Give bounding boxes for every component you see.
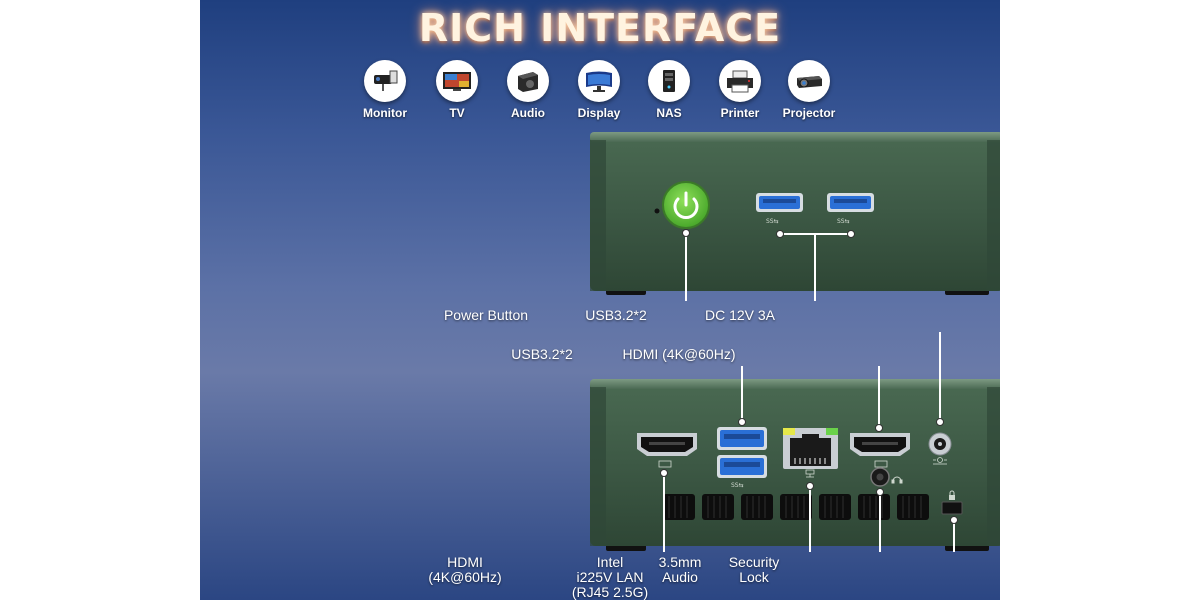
label-power-button: Power Button (443, 307, 529, 323)
label-dc-power: DC 12V 3A (704, 307, 776, 323)
device-label: TV (449, 106, 465, 120)
front-case-right-edge (987, 140, 1000, 291)
label-front-usb: USB3.2*2 (585, 307, 647, 323)
callout-dots (660, 229, 958, 524)
status-led (654, 208, 660, 214)
dc-polarity-icon (933, 457, 947, 465)
page-title: RICH INTERFACE (418, 6, 782, 50)
vent-slats (668, 496, 922, 518)
device-projector: Projector (774, 60, 844, 120)
speaker-icon (507, 60, 549, 102)
label-security-lock: Security Lock (728, 554, 780, 585)
security-lock-slot (941, 501, 963, 515)
product-infographic: RICH INTERFACE Monitor TV Audio Display (200, 0, 1000, 600)
lan-port (783, 428, 838, 469)
label-lan: Intel i225V LAN (RJ45 2.5G) (571, 554, 649, 600)
back-case-top (590, 379, 1000, 389)
front-usb-port-2 (827, 193, 874, 212)
device-icon-row: Monitor TV Audio Display NAS (200, 60, 1000, 130)
lan-icon (805, 469, 815, 478)
back-usb-stack (717, 427, 767, 478)
front-case-left-edge (590, 140, 606, 291)
back-case-right-edge (987, 387, 1000, 546)
hdmi-port-right (850, 433, 910, 456)
usb-logo: SS⇆ (837, 218, 850, 225)
printer-icon (719, 60, 761, 102)
device-illustration: SS⇆ SS⇆ (590, 132, 1000, 552)
lock-icon (949, 490, 955, 500)
headphone-icon (891, 476, 903, 484)
back-case-left-edge (590, 387, 606, 546)
label-back-hdmi-left: HDMI (4K@60Hz) (428, 554, 502, 585)
label-audio: 3.5mm Audio (658, 554, 702, 585)
device-label: Display (577, 106, 621, 120)
front-usb-port-1 (756, 193, 803, 212)
usb-logo: SS⇆ (731, 482, 744, 489)
device-tv: TV (422, 60, 492, 120)
device-nas: NAS (634, 60, 704, 120)
label-back-hdmi: HDMI (4K@60Hz) (622, 346, 736, 362)
projector-icon (788, 60, 830, 102)
tv-icon (436, 60, 478, 102)
front-panel: SS⇆ SS⇆ (590, 132, 1000, 295)
device-audio: Audio (493, 60, 563, 120)
label-back-usb: USB3.2*2 (511, 346, 573, 362)
device-label: Audio (511, 106, 545, 120)
power-icon (673, 191, 699, 219)
device-display: Display (564, 60, 634, 120)
monitor-icon (578, 60, 620, 102)
security-camera-icon (364, 60, 406, 102)
hdmi-logo (658, 460, 672, 468)
vent-grill (663, 494, 929, 520)
audio-jack (870, 467, 890, 487)
device-label: Projector (782, 106, 836, 120)
device-label: Monitor (363, 106, 407, 120)
hdmi-logo (874, 460, 888, 468)
device-monitor: Monitor (350, 60, 420, 120)
callout-lines (663, 233, 955, 552)
front-case-top (590, 132, 1000, 142)
hdmi-port-left (637, 433, 697, 456)
back-panel: SS⇆ (590, 379, 1000, 551)
device-label: NAS (656, 106, 682, 120)
dc-jack (928, 432, 952, 456)
nas-icon (648, 60, 690, 102)
device-printer: Printer (705, 60, 775, 120)
device-label: Printer (720, 106, 760, 120)
usb-logo: SS⇆ (766, 218, 779, 225)
